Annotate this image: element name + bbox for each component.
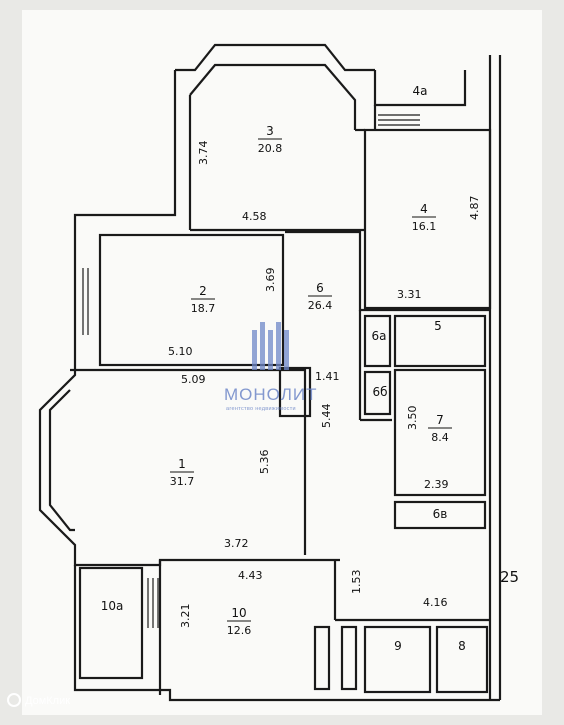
room-number: 3 — [266, 124, 274, 138]
room-number: 4a — [413, 84, 428, 98]
room-area: 12.6 — [227, 624, 252, 637]
room-number: 6б — [372, 385, 387, 399]
dimension-label: 3.69 — [264, 268, 277, 293]
room-number: 1 — [178, 457, 186, 471]
room-number: 4 — [420, 202, 428, 216]
dimension-label: 3.21 — [179, 604, 192, 629]
dimension-labels: 3.74 4.58 4.87 3.31 3.69 5.10 5.09 1.41 5.44 3.50… — [168, 141, 481, 629]
dimension-label: 3.31 — [397, 288, 422, 301]
dimension-label: 3.50 — [406, 406, 419, 431]
dimension-label: 4.16 — [423, 596, 448, 609]
room-area: 8.4 — [431, 431, 449, 444]
room-number: 5 — [434, 319, 442, 333]
room-labels: 3 20.8 4 16.1 4a 2 18.7 6 26.4 6a 5 6б 7 8.4 6в 1 31.7 10… — [101, 84, 466, 653]
dimension-label: 5.09 — [181, 373, 206, 386]
dimension-label: 4.43 — [238, 569, 263, 582]
dimension-label: 1.41 — [315, 370, 340, 383]
room-number: 8 — [458, 639, 466, 653]
room-number: 10 — [231, 606, 246, 620]
room-area: 18.7 — [191, 302, 216, 315]
dimension-label: 2.39 — [424, 478, 449, 491]
room-number: 6a — [372, 329, 387, 343]
room-area: 31.7 — [170, 475, 195, 488]
dimension-label: 1.53 — [350, 570, 363, 595]
corner-brand-text: ДомКлик — [25, 695, 70, 707]
room-number: 7 — [436, 413, 444, 427]
dimension-label: 3.74 — [197, 141, 210, 166]
room-area: 26.4 — [308, 299, 333, 312]
room-number: 6в — [433, 507, 448, 521]
dimension-label: 5.10 — [168, 345, 193, 358]
room-number: 2 — [199, 284, 207, 298]
dimension-label: 4.87 — [468, 196, 481, 221]
walls — [38, 43, 502, 702]
section-marker: 25 — [500, 568, 519, 586]
dimension-label: 3.72 — [224, 537, 249, 550]
dimension-label: 5.36 — [258, 450, 271, 475]
dimension-label: 5.44 — [320, 404, 333, 429]
watermark-subtitle: агентство недвижимости — [226, 406, 296, 412]
room-number: 6 — [316, 281, 324, 295]
watermark-brand: МОНОЛИТ — [224, 385, 317, 404]
room-number: 10a — [101, 599, 124, 613]
room-area: 20.8 — [258, 142, 283, 155]
room-area: 16.1 — [412, 220, 437, 233]
dimension-label: 4.58 — [242, 210, 267, 223]
room-number: 9 — [394, 639, 402, 653]
watermark-logo — [252, 322, 289, 370]
window-marks — [82, 114, 420, 628]
domclick-logo: ДомКлик — [7, 693, 70, 707]
